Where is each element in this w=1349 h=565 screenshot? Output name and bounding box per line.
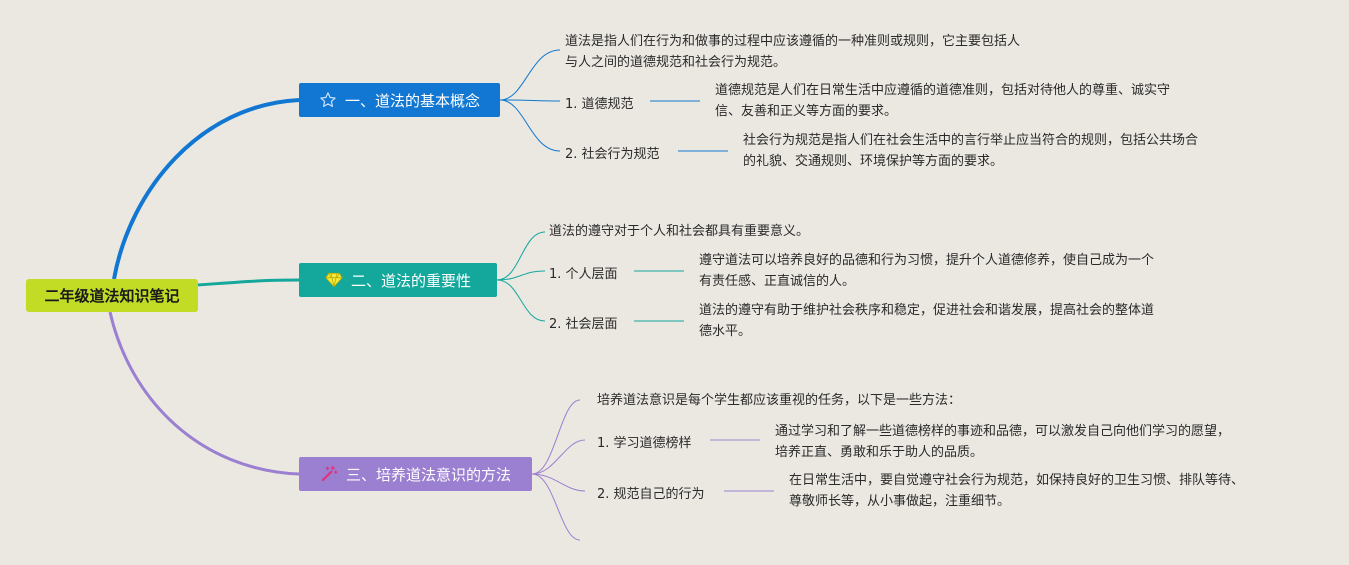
root-topic-label: 二年级道法知识笔记 bbox=[44, 287, 180, 305]
branch1-child1-connector bbox=[499, 99, 561, 102]
branch1-intro-text: 道法是指人们在行为和做事的过程中应该遵循的一种准则或规则，它主要包括人 与人之间… bbox=[565, 34, 1021, 70]
subtopic-moral-norms-desc: 道德规范是人们在日常生活中应遵循的道德准则，包括对待他人的尊重、诚实守 信、友善… bbox=[715, 83, 1171, 119]
branch2-intro-connector bbox=[496, 231, 546, 281]
branch3-tail-connector bbox=[531, 473, 581, 541]
branch3-child2-connector bbox=[531, 473, 586, 492]
branch1-child2-connector bbox=[499, 99, 561, 152]
subtopic-moral-norms[interactable]: 1. 道德规范 bbox=[565, 97, 634, 112]
subtopic-moral-models[interactable]: 1. 学习道德榜样 bbox=[597, 436, 692, 451]
subtopic-social-level-desc: 道法的遵守有助于维护社会秩序和稳定，促进社会和谐发展，提高社会的整体道 德水平。 bbox=[699, 303, 1155, 339]
root-topic[interactable]: 二年级道法知识笔记 bbox=[26, 279, 198, 312]
branch-topic-label: 二、道法的重要性 bbox=[350, 271, 471, 290]
branch-topic-label: 三、培养道法意识的方法 bbox=[345, 465, 511, 484]
subtopic-personal-level[interactable]: 1. 个人层面 bbox=[549, 267, 618, 282]
branch2-child1-connector bbox=[496, 270, 546, 281]
branch-topic-label: 一、道法的基本概念 bbox=[344, 91, 480, 110]
subtopic-regulate-behavior-desc: 在日常生活中，要自觉遵守社会行为规范，如保持良好的卫生习惯、排队等待、 尊敬师长… bbox=[789, 473, 1245, 509]
subtopic-moral-models-desc: 通过学习和了解一些道德榜样的事迹和品德，可以激发自己向他们学习的愿望， 培养正直… bbox=[775, 424, 1231, 460]
branch2-intro-text: 道法的遵守对于个人和社会都具有重要意义。 bbox=[549, 224, 810, 239]
root-branch3-connector bbox=[108, 311, 300, 476]
diamond-icon bbox=[325, 272, 343, 288]
subtopic-social-norms[interactable]: 2. 社会行为规范 bbox=[565, 147, 660, 162]
branch3-child1-connector bbox=[531, 439, 586, 475]
branch3-intro-connector bbox=[531, 399, 581, 475]
star-outline-icon bbox=[319, 91, 337, 109]
root-branch2-connector bbox=[197, 278, 300, 287]
branch2-child2-connector bbox=[496, 279, 546, 322]
branch-topic-basic-concept[interactable]: 一、道法的基本概念 bbox=[299, 83, 500, 117]
subtopic-social-norms-desc: 社会行为规范是指人们在社会生活中的言行举止应当符合的规则，包括公共场合 的礼貌、… bbox=[743, 133, 1199, 169]
branch1-intro-connector bbox=[499, 49, 561, 101]
subtopic-regulate-behavior[interactable]: 2. 规范自己的行为 bbox=[597, 487, 705, 502]
branch3-intro-text: 培养道法意识是每个学生都应该重视的任务，以下是一些方法： bbox=[597, 393, 962, 408]
magic-wand-icon bbox=[320, 465, 338, 483]
branch-topic-importance[interactable]: 二、道法的重要性 bbox=[299, 263, 497, 297]
root-branch1-connector bbox=[112, 98, 300, 280]
subtopic-social-level[interactable]: 2. 社会层面 bbox=[549, 317, 618, 332]
branch-topic-methods[interactable]: 三、培养道法意识的方法 bbox=[299, 457, 532, 491]
subtopic-personal-level-desc: 遵守道法可以培养良好的品德和行为习惯，提升个人道德修养，使自己成为一个 有责任感… bbox=[699, 253, 1155, 289]
